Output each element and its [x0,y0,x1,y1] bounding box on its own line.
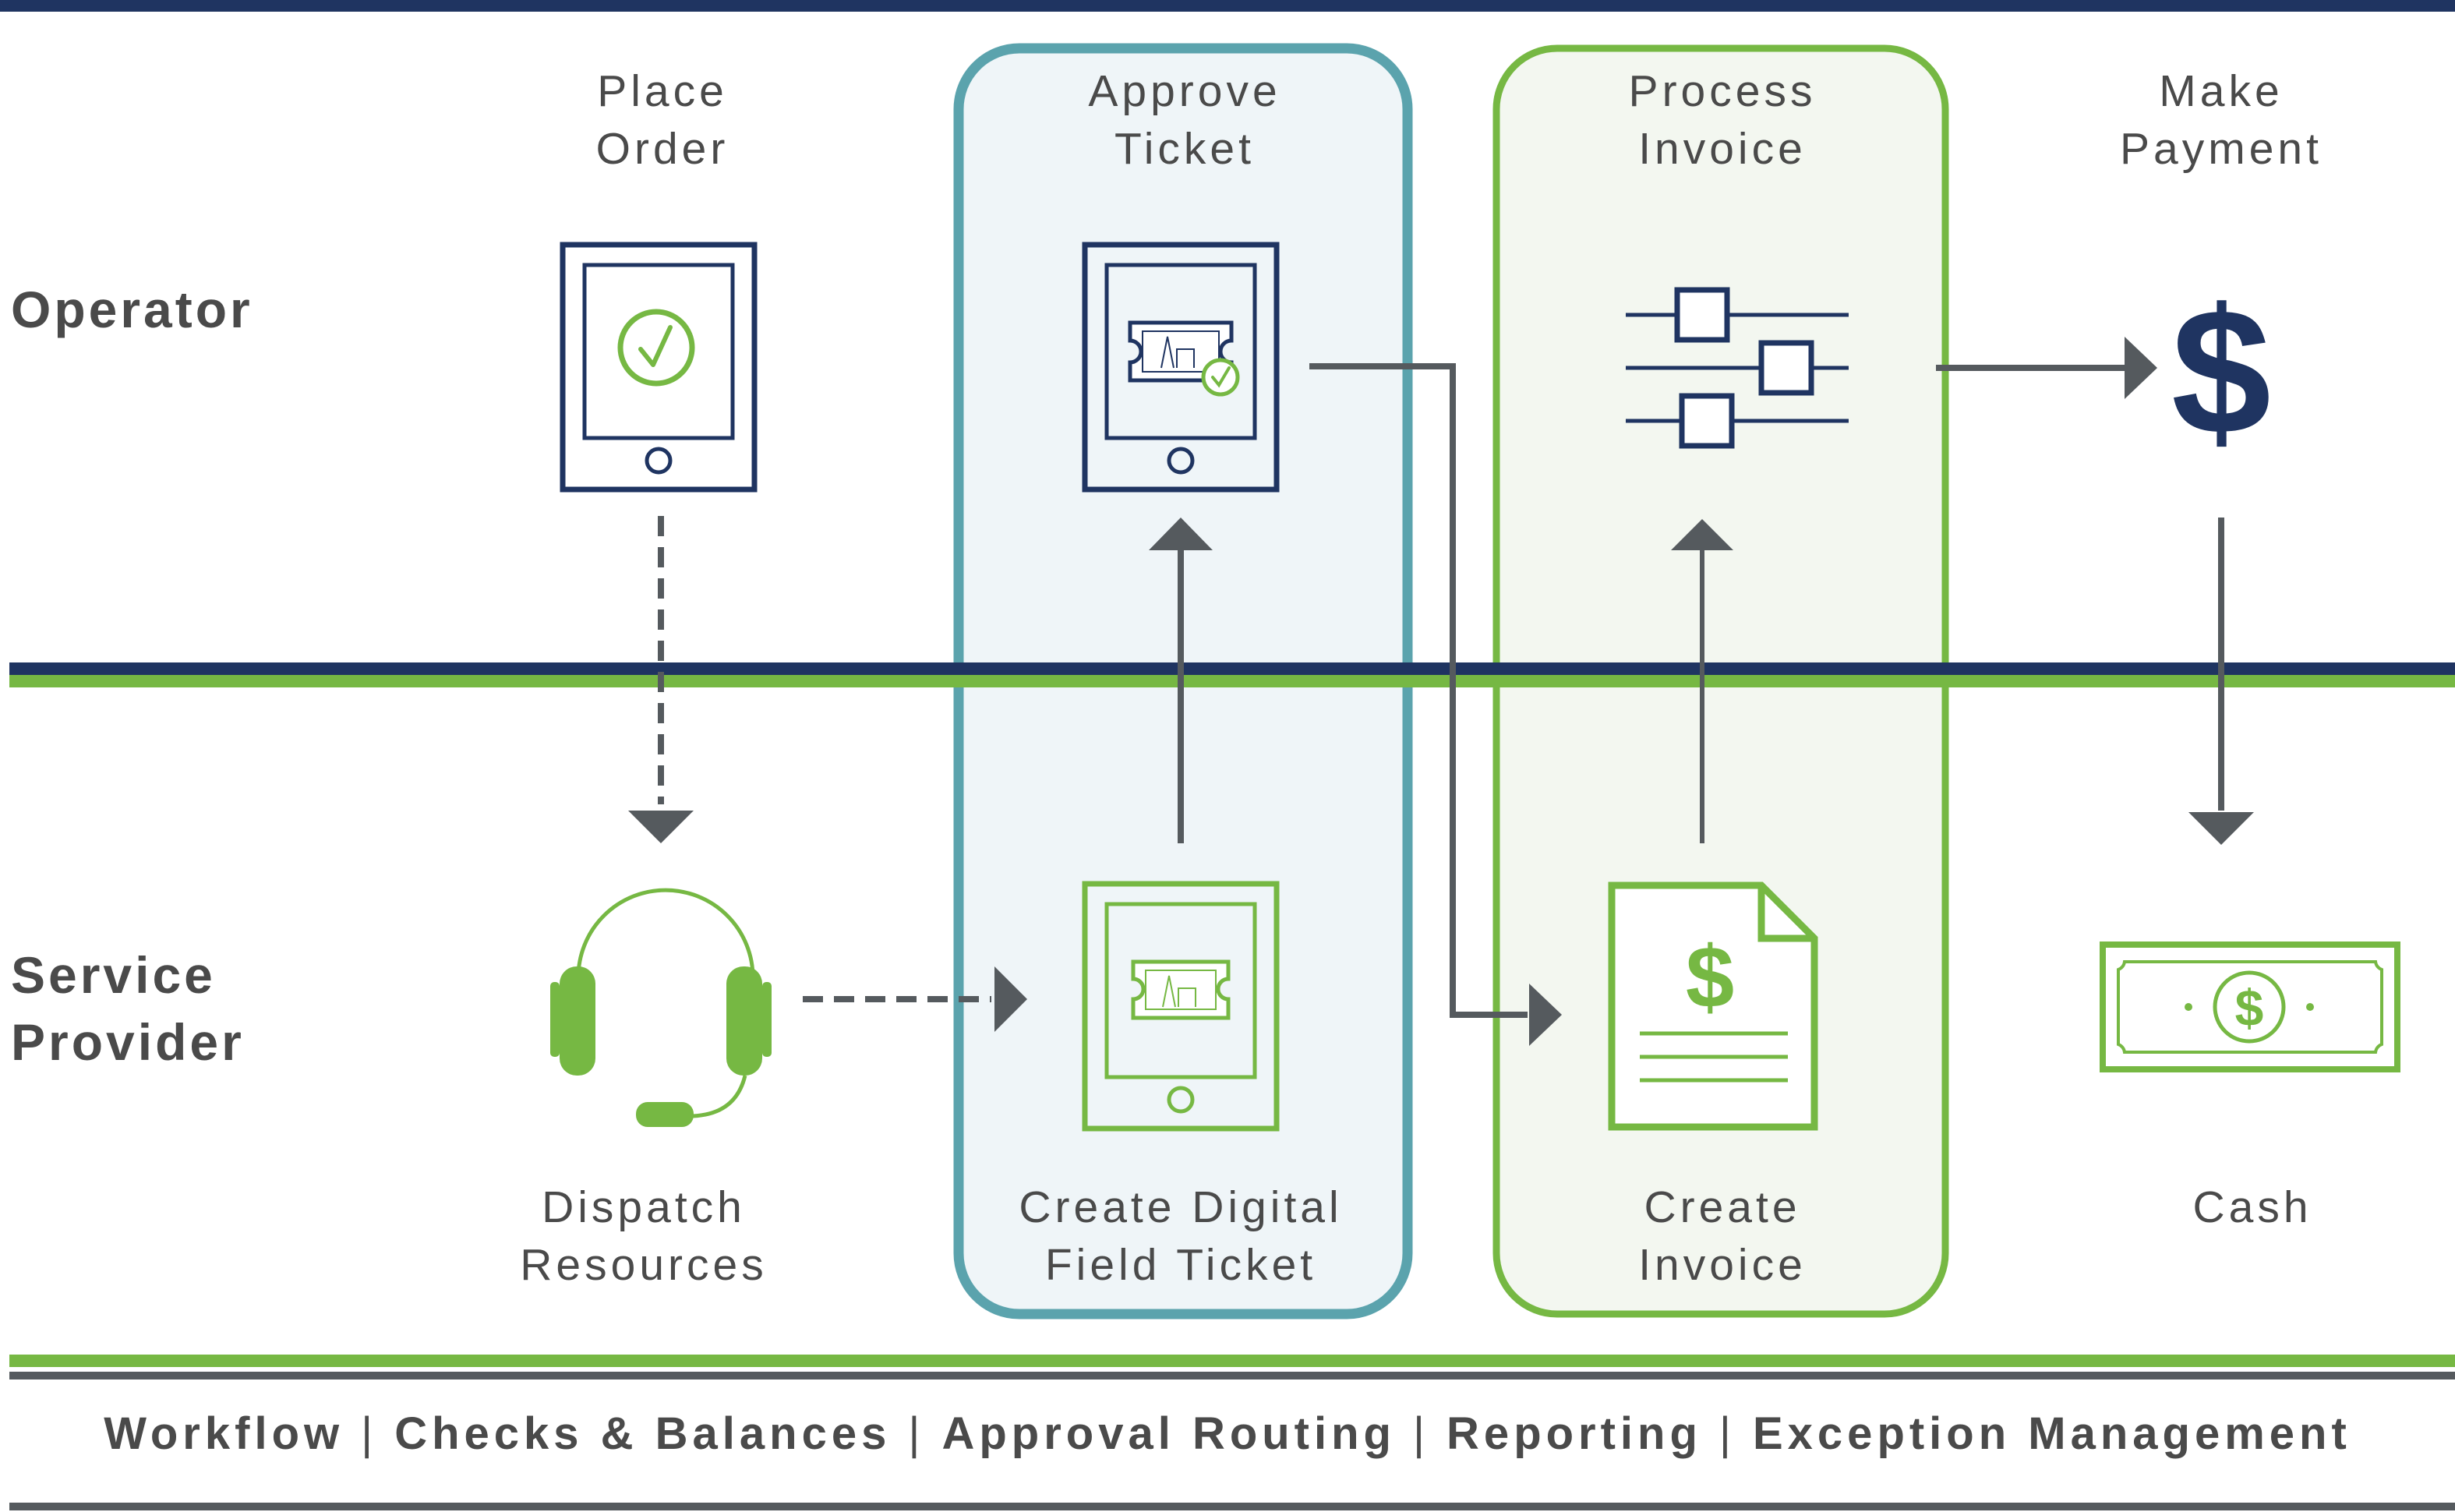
footer-separator: | [1718,1408,1736,1459]
step-label-create-digital-field-ticket: Create Digital Field Ticket [990,1178,1372,1294]
invoice-document-icon [1608,881,1818,1131]
arrowhead-up-approve [1149,518,1213,550]
footer-item-approval-routing: Approval Routing [941,1408,1396,1459]
step-label-line: Invoice [1638,124,1807,174]
step-label-place-order: Place Order [514,62,811,178]
sliders-icon [1626,287,1849,449]
step-label-line: Create [1644,1182,1801,1232]
arrowhead-right-payment [2125,337,2157,399]
footer-item-exception-management: Exception Management [1752,1408,2351,1459]
lane-label-service-provider-line2: Provider [11,1013,245,1071]
lane-label-operator: Operator [11,281,253,338]
footer-separator: | [361,1408,378,1459]
connector-approve-to-invoice [1309,363,1528,1018]
step-label-cash: Cash [2104,1178,2400,1236]
footer-separator: | [1412,1408,1430,1459]
step-label-line: Dispatch [542,1182,746,1232]
footer-item-reporting: Reporting [1447,1408,1702,1459]
step-label-line: Create Digital [1019,1182,1343,1232]
arrowhead-down-cash [2188,812,2254,845]
lane-label-service-provider: Service Provider [11,941,245,1076]
arrowhead-up-process [1671,519,1733,550]
top-rule [0,0,2455,12]
footer-item-checks-balances: Checks & Balances [394,1408,892,1459]
tablet-ticket-approved-icon [1082,242,1280,493]
step-label-line: Payment [2120,124,2323,174]
step-label-line: Resources [520,1240,768,1290]
step-label-line: Ticket [1114,124,1255,174]
capabilities-footer: Workflow | Checks & Balances | Approval Rout… [0,1408,2455,1460]
step-label-line: Approve [1088,66,1281,116]
cash-dollar-icon: $ [2235,979,2264,1037]
invoice-dollar-icon: $ [1686,928,1734,1026]
tablet-check-icon [560,242,758,493]
headset-icon [550,888,772,1127]
step-label-line: Make [2159,66,2284,116]
step-label-dispatch-resources: Dispatch Resources [488,1178,800,1294]
step-label-line: Order [595,124,729,174]
arrowhead-right-ticket [994,966,1027,1032]
step-label-create-invoice: Create Invoice [1574,1178,1870,1294]
step-label-line: Process [1628,66,1817,116]
step-label-process-invoice: Process Invoice [1574,62,1870,178]
footer-separator: | [908,1408,925,1459]
bottom-rule-gray [9,1372,2455,1380]
step-label-line: Place [597,66,728,116]
bottom-rule-green [9,1355,2455,1367]
step-label-line: Field Ticket [1044,1240,1317,1290]
arrowhead-down-dispatch [628,811,694,843]
step-label-approve-ticket: Approve Ticket [1037,62,1333,178]
lane-divider-navy [9,662,2455,675]
footer-item-workflow: Workflow [104,1408,344,1459]
step-label-line: Invoice [1638,1240,1807,1290]
step-label-make-payment: Make Payment [2073,62,2369,178]
arrowhead-right-invoice [1529,984,1562,1046]
footer-rule-gray [9,1503,2455,1510]
dollar-sign-icon: $ [2171,271,2271,472]
lane-divider-green [9,675,2455,687]
lane-label-service-provider-line1: Service [11,946,216,1004]
step-label-line: Cash [2192,1182,2312,1232]
banknote-icon [2100,941,2400,1072]
tablet-ticket-icon [1082,881,1280,1132]
